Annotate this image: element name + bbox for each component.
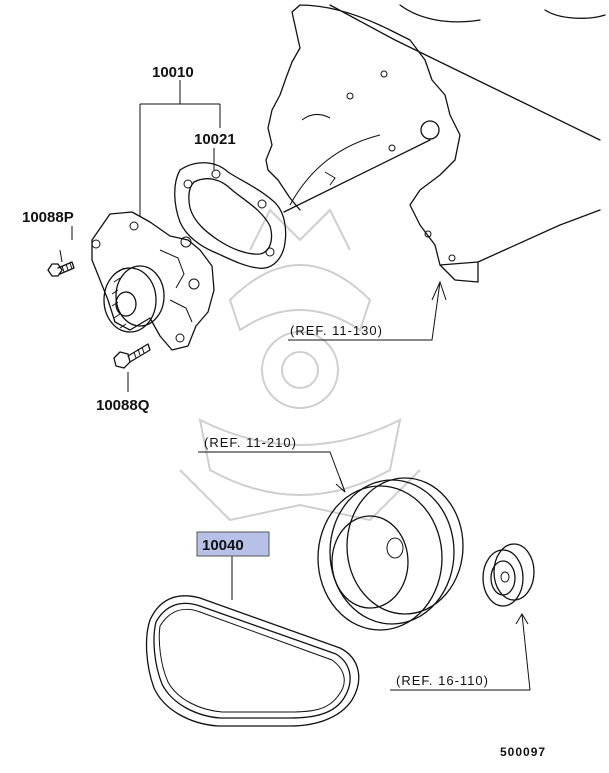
ref-16-110[interactable]: (REF. 16-110) [396,673,489,688]
diagram-code: 500097 [500,745,546,759]
label-10088q[interactable]: 10088Q [96,397,150,414]
idler-pulley [482,543,535,607]
watermark-emblem [179,208,421,522]
leader-lines [59,80,531,691]
label-10021[interactable]: 10021 [194,131,236,148]
ref-11-210[interactable]: (REF. 11-210) [204,435,297,450]
engine-front-cover [265,4,606,283]
label-10088p[interactable]: 10088P [22,209,74,226]
label-10010[interactable]: 10010 [152,64,194,81]
water-pump [91,211,215,351]
ref-11-130[interactable]: (REF. 11-130) [290,323,383,338]
drive-belt [145,595,360,727]
water-pump-gasket [174,162,287,269]
bolt-10088p [47,261,75,277]
crankshaft-pulley [317,477,464,631]
bolt-10088q [113,343,151,369]
label-10040[interactable]: 10040 [202,537,244,554]
part-10040-highlight [196,531,270,557]
